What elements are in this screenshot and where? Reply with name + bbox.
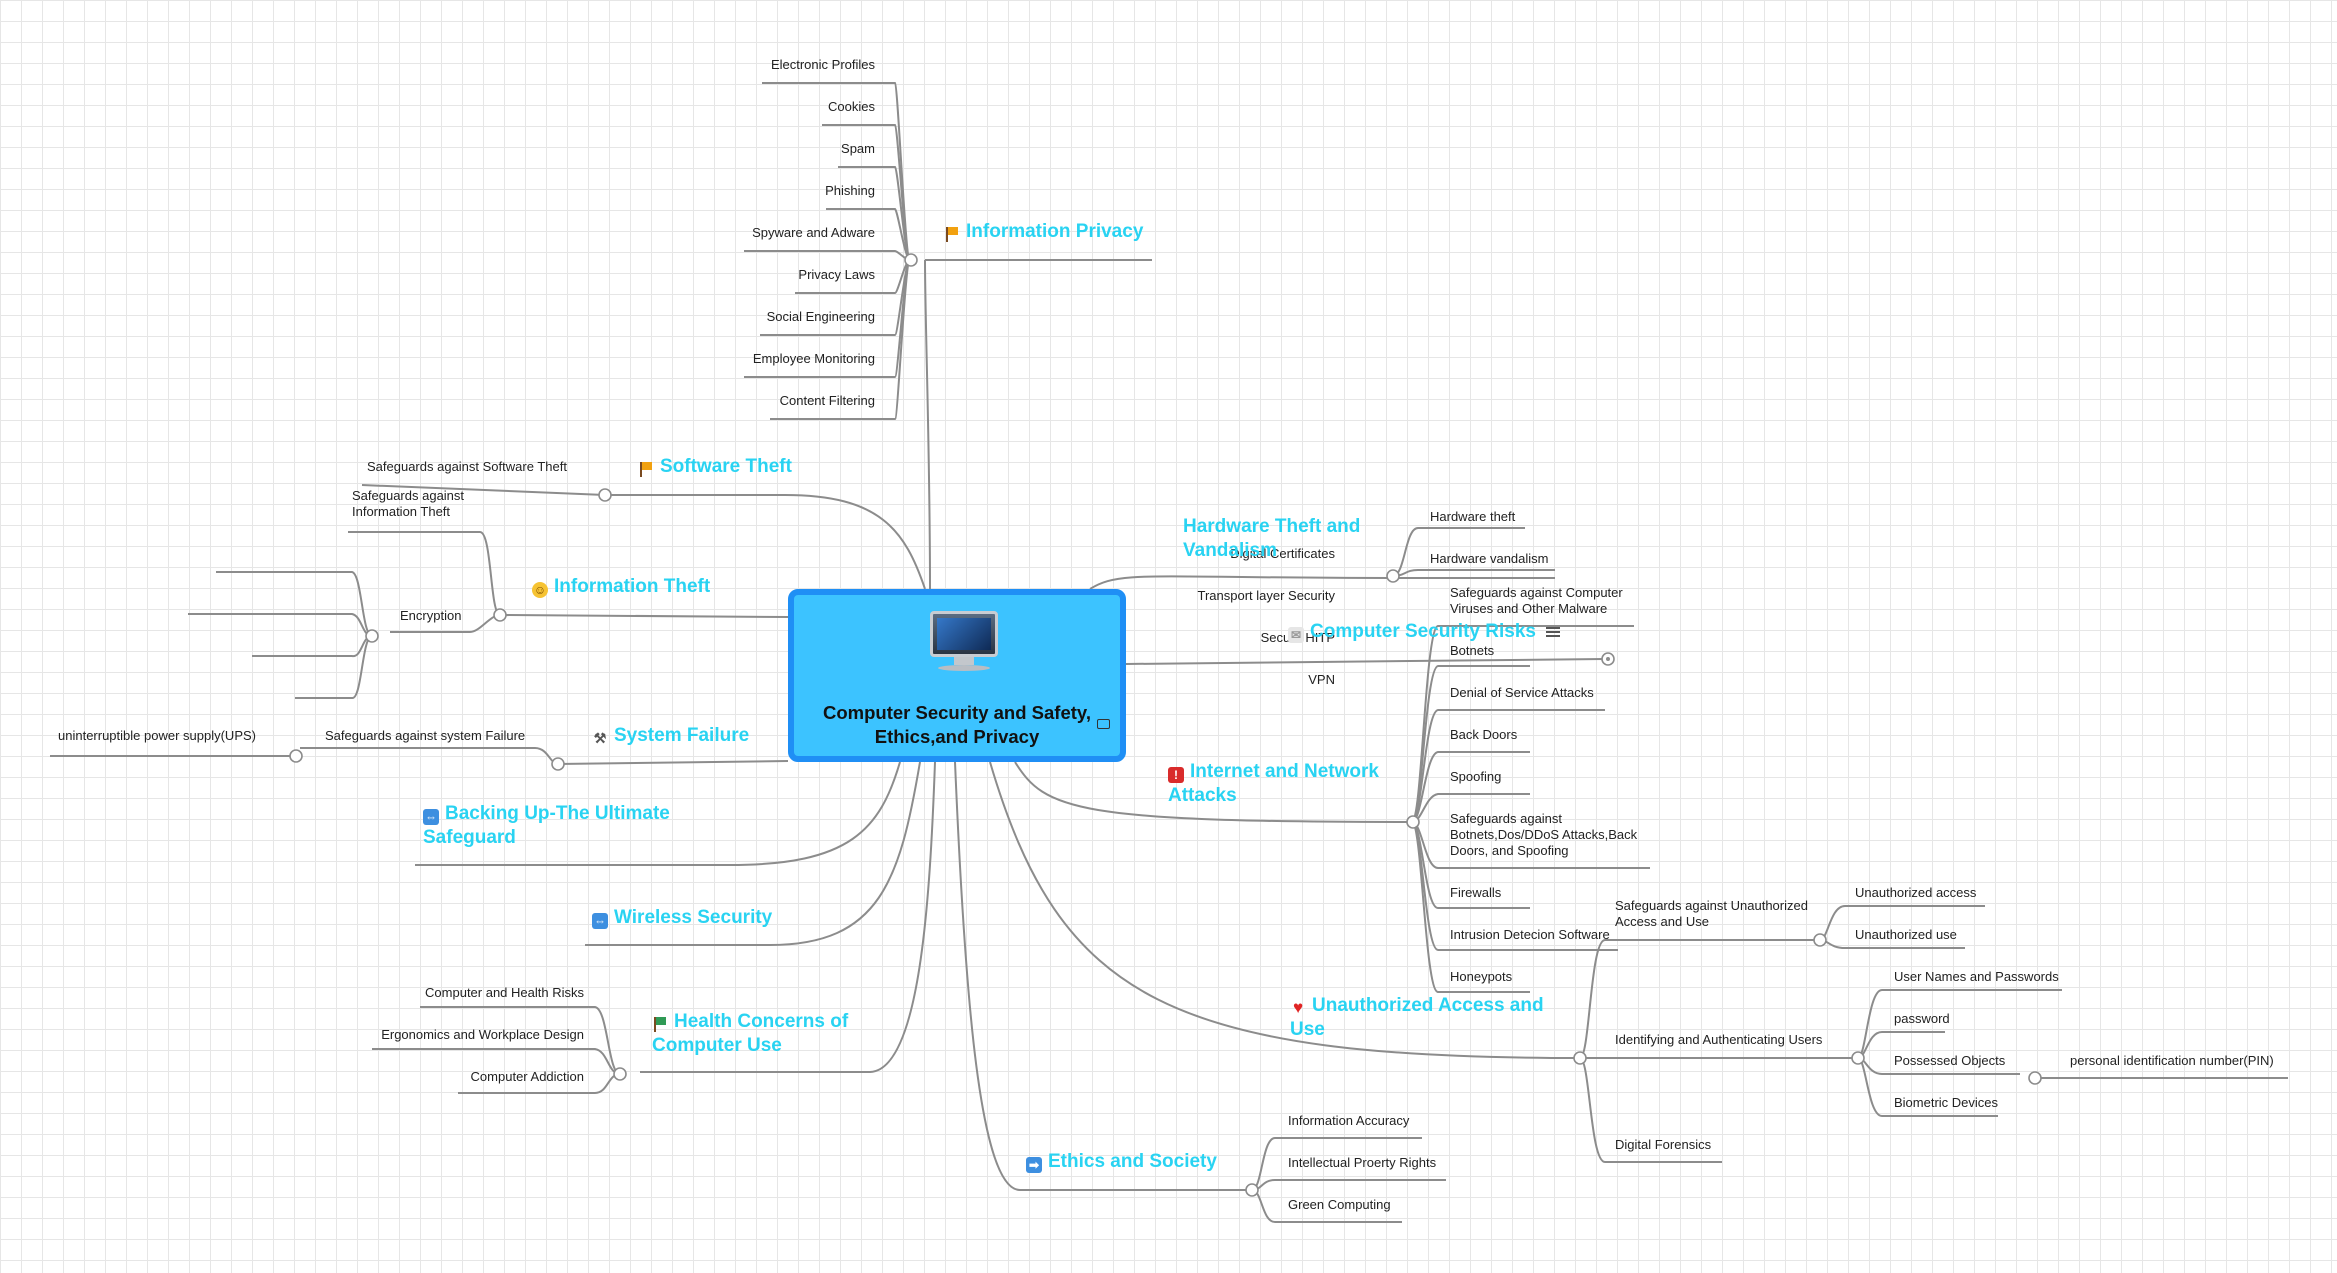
topic-botnets[interactable]: Botnets [1450, 643, 1495, 658]
topic-hardware-theft[interactable]: Hardware theft [1430, 509, 1516, 524]
topic-identifying-authenticating[interactable]: Identifying and Authenticating Users [1615, 1032, 1823, 1047]
blue-arrow-right-icon: ➡ [1026, 1157, 1042, 1173]
branch-label: Health Concerns of Computer Use [652, 1011, 849, 1056]
branch-ethics-and-society[interactable]: ➡ Ethics and Society [1026, 1150, 1217, 1174]
topic-computer-addiction[interactable]: Computer Addiction [470, 1069, 584, 1084]
topic-safeguards-software-theft[interactable]: Safeguards against Software Theft [367, 459, 567, 474]
topic-biometric-devices[interactable]: Biometric Devices [1894, 1095, 1999, 1110]
topic-ups[interactable]: uninterruptible power supply(UPS) [58, 728, 256, 743]
image-icon[interactable] [1097, 719, 1110, 729]
topic-encryption[interactable]: Encryption [400, 608, 462, 623]
topic-unauthorized-use[interactable]: Unauthorized use [1855, 927, 1957, 942]
topic-electronic-profiles[interactable]: Electronic Profiles [770, 57, 875, 72]
topic-denial-of-service[interactable]: Denial of Service Attacks [1450, 685, 1594, 700]
central-topic-title: Computer Security and Safety, Ethics,and… [823, 702, 1091, 747]
notes-icon[interactable] [1546, 625, 1560, 637]
topic-spyware-and-adware[interactable]: Spyware and Adware [752, 225, 875, 240]
topic-hardware-vandalism[interactable]: Hardware vandalism [1430, 551, 1549, 566]
topic-safeguards-information-theft[interactable]: Safeguards against Information Theft [352, 488, 465, 519]
red-alarm-icon: ! [1168, 767, 1184, 783]
branch-hardware-theft[interactable]: Hardware Theft and Vandalism [1183, 515, 1383, 563]
monitor-icon [930, 611, 998, 671]
branch-wireless-security[interactable]: ⇔ Wireless Security [592, 906, 772, 930]
topic-computer-health-risks[interactable]: Computer and Health Risks [425, 985, 584, 1000]
topic-password[interactable]: password [1894, 1011, 1950, 1026]
topic-employee-monitoring[interactable]: Employee Monitoring [752, 351, 875, 366]
branch-system-failure[interactable]: ⚒ System Failure [592, 724, 749, 748]
topic-cookies[interactable]: Cookies [828, 99, 875, 114]
topic-honeypots[interactable]: Honeypots [1450, 969, 1513, 984]
branch-label: System Failure [614, 725, 750, 746]
topic-possessed-objects[interactable]: Possessed Objects [1894, 1053, 2006, 1068]
topic-ergonomics[interactable]: Ergonomics and Workplace Design [381, 1027, 584, 1042]
branch-label: Backing Up-The Ultimate Safeguard [423, 803, 670, 848]
branch-information-privacy[interactable]: Information Privacy [944, 220, 1143, 244]
branch-label: Wireless Security [614, 907, 773, 928]
branch-software-theft[interactable]: Software Theft [638, 455, 792, 479]
branch-label: Internet and Network Attacks [1168, 761, 1379, 806]
branch-label: Software Theft [660, 456, 792, 477]
branch-label: Ethics and Society [1048, 1151, 1217, 1172]
blue-arrows-icon: ⇔ [423, 809, 439, 825]
topic-firewalls[interactable]: Firewalls [1450, 885, 1502, 900]
hammer-icon: ⚒ [593, 730, 607, 746]
heart-icon: ♥ [1292, 998, 1304, 1017]
branch-label: Hardware Theft and Vandalism [1183, 516, 1361, 561]
topic-digital-certificates[interactable]: Digital Certificates [1230, 546, 1335, 561]
branch-internet-network-attacks[interactable]: !Internet and Network Attacks [1168, 760, 1408, 808]
topic-digital-forensics[interactable]: Digital Forensics [1615, 1137, 1712, 1152]
yellow-flag-icon [944, 227, 960, 243]
green-flag-icon [652, 1017, 668, 1033]
topic-transport-layer-security[interactable]: Transport layer Security [1197, 588, 1335, 603]
branch-label: Information Theft [554, 576, 711, 597]
topic-pin[interactable]: personal identification number(PIN) [2070, 1053, 2274, 1068]
envelope-icon: ✉ [1288, 627, 1304, 643]
topic-green-computing[interactable]: Green Computing [1288, 1197, 1391, 1212]
topic-vpn[interactable]: VPN [1308, 672, 1335, 687]
branch-health-concerns[interactable]: Health Concerns of Computer Use [652, 1010, 882, 1058]
central-topic[interactable]: Computer Security and Safety, Ethics,and… [788, 589, 1126, 762]
topic-intellectual-property[interactable]: Intellectual Proerty Rights [1288, 1155, 1437, 1170]
branch-computer-security-risks[interactable]: ✉ Computer Security Risks [1288, 620, 1536, 644]
topic-privacy-laws[interactable]: Privacy Laws [798, 267, 875, 282]
topic-back-doors[interactable]: Back Doors [1450, 727, 1518, 742]
topic-safeguards-unauthorized[interactable]: Safeguards against Unauthorized Access a… [1615, 898, 1808, 929]
topic-spoofing[interactable]: Spoofing [1450, 769, 1502, 784]
branch-label: Information Privacy [966, 221, 1144, 242]
topic-intrusion-detection[interactable]: Intrusion Detecion Software [1450, 927, 1610, 942]
topic-information-accuracy[interactable]: Information Accuracy [1288, 1113, 1410, 1128]
topic-social-engineering[interactable]: Social Engineering [766, 309, 875, 324]
topic-user-names-passwords[interactable]: User Names and Passwords [1894, 969, 2059, 984]
branch-backing-up[interactable]: ⇔Backing Up-The Ultimate Safeguard [423, 802, 693, 850]
branch-label: Computer Security Risks [1310, 621, 1536, 642]
topic-spam[interactable]: Spam [841, 141, 875, 156]
topic-safeguards-viruses[interactable]: Safeguards against Computer Viruses and … [1450, 585, 1623, 616]
topic-safeguards-system-failure[interactable]: Safeguards against system Failure [325, 728, 526, 743]
blue-arrows-icon: ⇔ [592, 913, 608, 929]
topic-content-filtering[interactable]: Content Filtering [779, 393, 875, 408]
branch-unauthorized-access[interactable]: ♥Unauthorized Access and Use [1290, 994, 1550, 1042]
topic-unauthorized-access[interactable]: Unauthorized access [1855, 885, 1977, 900]
topic-phishing[interactable]: Phishing [825, 183, 875, 198]
yellow-flag-icon [638, 462, 654, 478]
smiley-icon: ☺ [532, 582, 548, 598]
branch-label: Unauthorized Access and Use [1290, 995, 1544, 1040]
topic-safeguards-botnets[interactable]: Safeguards against Botnets,Dos/DDoS Atta… [1450, 811, 1638, 858]
branch-information-theft[interactable]: ☺ Information Theft [532, 575, 710, 599]
